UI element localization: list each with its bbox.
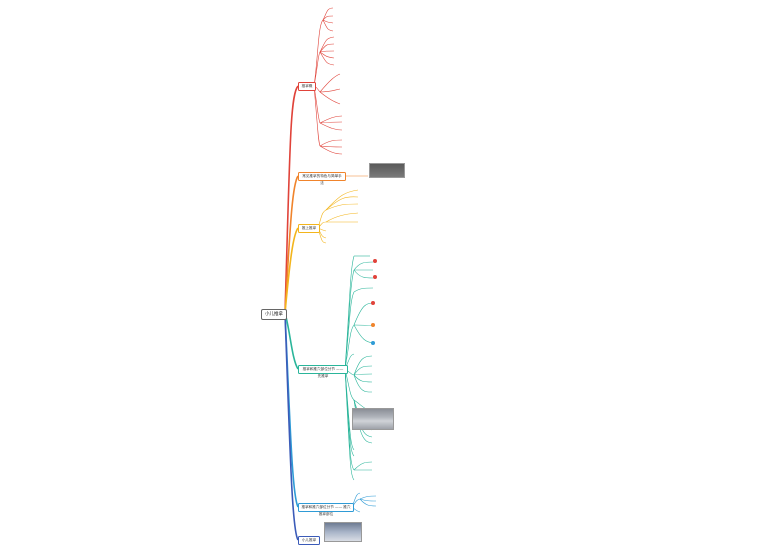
tree-b3 — [317, 189, 359, 244]
link-b1 — [284, 85, 299, 314]
branch-node-b5[interactable]: 推拿和推穴部位分节 —— 推穴推拿部位 — [298, 503, 354, 516]
link-b3 — [284, 227, 299, 314]
thumbnail-image-2 — [352, 408, 394, 430]
marker-dot-1 — [373, 259, 377, 263]
branch-node-b2[interactable]: 常见推拿的特色与简单手法 — [298, 172, 346, 185]
branch-node-b4[interactable]: 推拿和推穴部位分节 —— 先推拿 — [298, 365, 348, 378]
link-b2 — [284, 175, 299, 314]
root-node[interactable]: 小儿推拿 — [261, 309, 287, 320]
marker-dot-2 — [373, 275, 377, 279]
link-b6 — [284, 312, 299, 541]
tree-b5 — [351, 492, 377, 513]
tree-b1 — [313, 7, 343, 155]
branch-node-b3[interactable]: 推上推拿 — [298, 224, 320, 233]
tree-b4 — [344, 255, 374, 481]
thumbnail-image-1 — [369, 163, 405, 178]
marker-dot-3 — [371, 301, 375, 305]
branch-node-b6[interactable]: 小儿推拿 — [298, 536, 320, 545]
marker-dot-5 — [371, 341, 375, 345]
thumbnail-image-3 — [324, 522, 362, 542]
marker-dot-4 — [371, 323, 375, 327]
branch-node-b1[interactable]: 推拿概 — [298, 82, 316, 91]
